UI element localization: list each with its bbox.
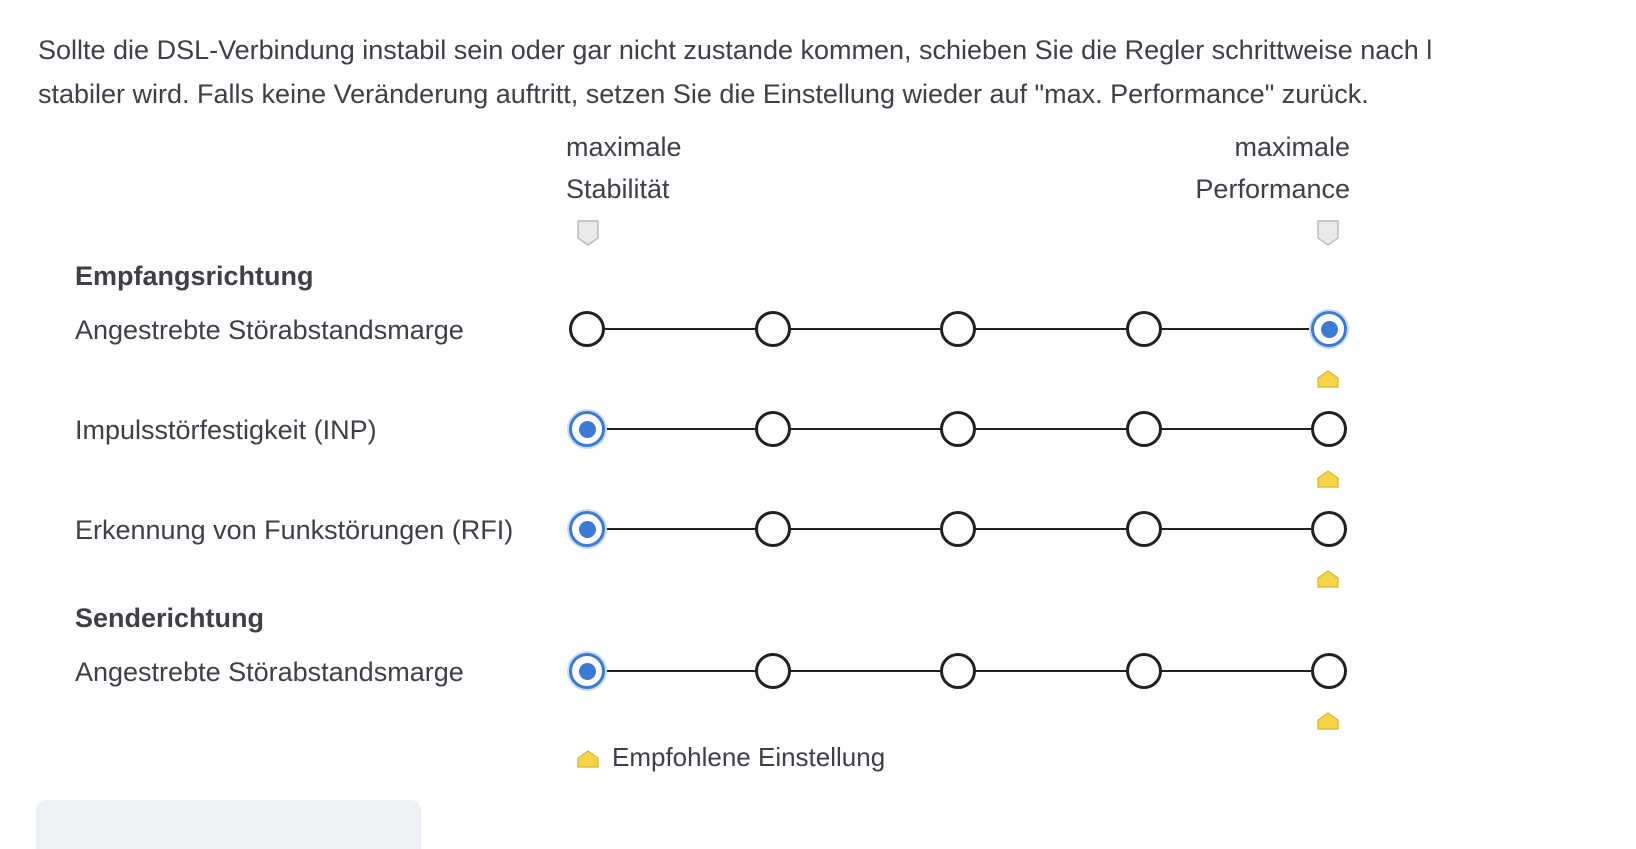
legend: Empfohlene Einstellung	[576, 738, 885, 776]
slider-rx-inp[interactable]	[569, 409, 1347, 449]
intro-line-2: stabiler wird. Falls keine Veränderung a…	[38, 79, 1369, 109]
slider-stop-1-selected[interactable]	[569, 511, 605, 547]
stability-flag-icon	[577, 220, 599, 246]
slider-stop-2[interactable]	[754, 311, 791, 347]
slider-stop-1-selected[interactable]	[569, 411, 605, 447]
performance-flag-icon	[1317, 220, 1339, 246]
slider-stop-4[interactable]	[1125, 311, 1162, 347]
slider-stop-4[interactable]	[1125, 411, 1162, 447]
scale-right-line-1: maximale	[1234, 132, 1350, 162]
scale-right-line-2: Performance	[1195, 174, 1350, 204]
bottom-panel	[36, 800, 421, 849]
slider-stop-3[interactable]	[940, 311, 976, 347]
scale-left-line-1: maximale	[566, 132, 682, 162]
scale-left-line-2: Stabilität	[566, 174, 670, 204]
slider-stop-4[interactable]	[1125, 511, 1162, 547]
slider-stop-1-selected[interactable]	[569, 653, 605, 689]
intro-text: Sollte die DSL-Verbindung instabil sein …	[38, 28, 1636, 116]
slider-stop-5[interactable]	[1311, 411, 1347, 447]
slider-rx-snr-margin[interactable]	[569, 309, 1347, 349]
row-label-rx-snr-margin: Angestrebte Störabstandsmarge	[75, 315, 464, 345]
section-heading-senderichtung: Senderichtung	[75, 603, 265, 633]
slider-stop-2[interactable]	[754, 411, 791, 447]
row-label-tx-snr-margin: Angestrebte Störabstandsmarge	[75, 657, 464, 687]
slider-stop-5-selected[interactable]	[1311, 311, 1347, 347]
legend-label: Empfohlene Einstellung	[612, 742, 886, 772]
row-label-rx-inp: Impulsstörfestigkeit (INP)	[75, 415, 377, 445]
slider-stop-2[interactable]	[754, 511, 791, 547]
slider-rx-rfi[interactable]	[569, 509, 1347, 549]
slider-tx-snr-margin[interactable]	[569, 651, 1347, 691]
slider-stop-4[interactable]	[1125, 653, 1162, 689]
scale-label-stability: maximale Stabilität	[566, 126, 682, 210]
intro-line-1: Sollte die DSL-Verbindung instabil sein …	[38, 35, 1433, 65]
section-heading-empfangsrichtung: Empfangsrichtung	[75, 261, 314, 291]
recommended-marker-icon	[1317, 570, 1339, 588]
recommended-marker-icon	[1317, 370, 1339, 388]
slider-stop-5[interactable]	[1311, 511, 1347, 547]
recommended-marker-icon	[577, 750, 599, 768]
recommended-marker-icon	[1317, 470, 1339, 488]
slider-stop-1[interactable]	[569, 311, 605, 347]
row-label-rx-rfi: Erkennung von Funkstörungen (RFI)	[75, 515, 514, 545]
slider-stop-3[interactable]	[940, 653, 976, 689]
slider-stop-5[interactable]	[1311, 653, 1347, 689]
slider-stop-2[interactable]	[754, 653, 791, 689]
slider-stop-3[interactable]	[940, 511, 976, 547]
scale-label-performance: maximale Performance	[1150, 126, 1350, 210]
recommended-marker-icon	[1317, 712, 1339, 730]
slider-stop-3[interactable]	[940, 411, 976, 447]
